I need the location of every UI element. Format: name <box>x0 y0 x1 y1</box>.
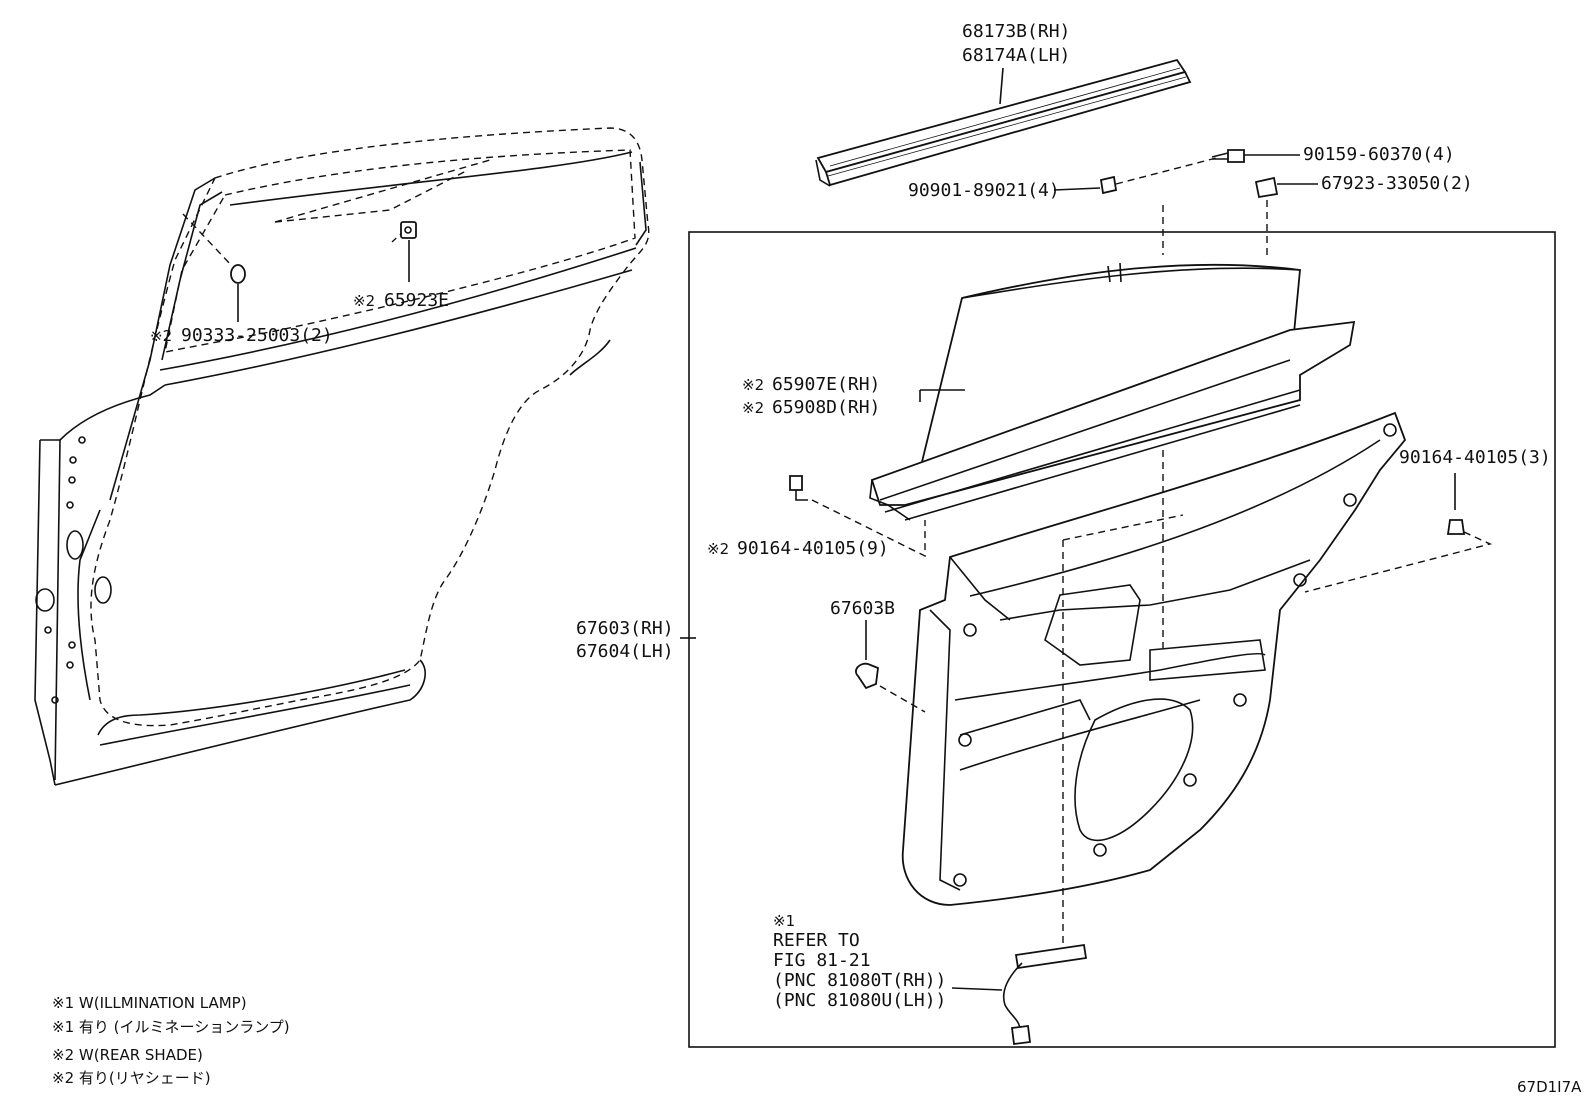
label-fig-81-21: FIG 81-21 <box>773 950 871 971</box>
mark-65907e: ※2 <box>742 376 764 394</box>
clip-67603b-icon <box>855 620 926 713</box>
mark-90333: ※2 <box>150 327 172 345</box>
label-65923e: 65923E <box>384 290 449 311</box>
label-67603: 67603(RH) <box>576 618 674 639</box>
note-illumination-en: ※1 W(ILLMINATION LAMP) <box>52 994 247 1012</box>
note-rear-shade-en: ※2 W(REAR SHADE) <box>52 1046 203 1064</box>
door-trim-assembly-box <box>688 231 1556 1048</box>
label-65907e: 65907E(RH) <box>772 374 880 395</box>
weatherstrip-icon <box>815 58 1192 187</box>
figure-id: 67D1I7A <box>1517 1078 1582 1096</box>
label-90333: 90333-25003(2) <box>181 325 333 346</box>
mark-65908d: ※2 <box>742 399 764 417</box>
label-68174a: 68174A(LH) <box>962 45 1070 66</box>
label-67923: 67923-33050(2) <box>1321 173 1473 194</box>
label-67603b: 67603B <box>830 598 895 619</box>
label-68173b: 68173B(RH) <box>962 21 1070 42</box>
label-90901: 90901-89021(4) <box>908 180 1060 201</box>
label-90159: 90159-60370(4) <box>1303 144 1455 165</box>
rear-shade-icon <box>869 262 1356 521</box>
note-rear-shade-jp: ※2 有り(リヤシェード) <box>52 1069 211 1087</box>
label-65908d: 65908D(RH) <box>772 397 880 418</box>
door-shell-outline <box>34 127 650 786</box>
label-pnc-81080u: (PNC 81080U(LH)) <box>773 990 946 1011</box>
grommet-90333-icon <box>182 213 246 322</box>
clip-67923-icon <box>1254 176 1318 199</box>
illumination-lamp-icon <box>951 943 1088 1046</box>
note-illumination-jp: ※1 有り (イルミネーションランプ) <box>52 1018 290 1036</box>
mark-90164-left: ※2 <box>707 540 729 558</box>
clip-65923e-icon <box>400 221 417 282</box>
door-trim-panel-icon <box>901 411 1407 906</box>
mark-65923e: ※2 <box>353 292 375 310</box>
label-refer-to: REFER TO <box>773 930 860 951</box>
screw-90164-right-icon <box>1304 473 1493 593</box>
nut-90901-icon <box>1053 175 1118 195</box>
label-90164-right: 90164-40105(3) <box>1399 447 1551 468</box>
screw-90159-icon <box>1211 149 1300 163</box>
mark-refer: ※1 <box>773 912 795 930</box>
screw-90164-left-icon <box>789 475 926 558</box>
label-pnc-81080t: (PNC 81080T(RH)) <box>773 970 946 991</box>
label-67604: 67604(LH) <box>576 641 674 662</box>
label-90164-left: 90164-40105(9) <box>737 538 889 559</box>
